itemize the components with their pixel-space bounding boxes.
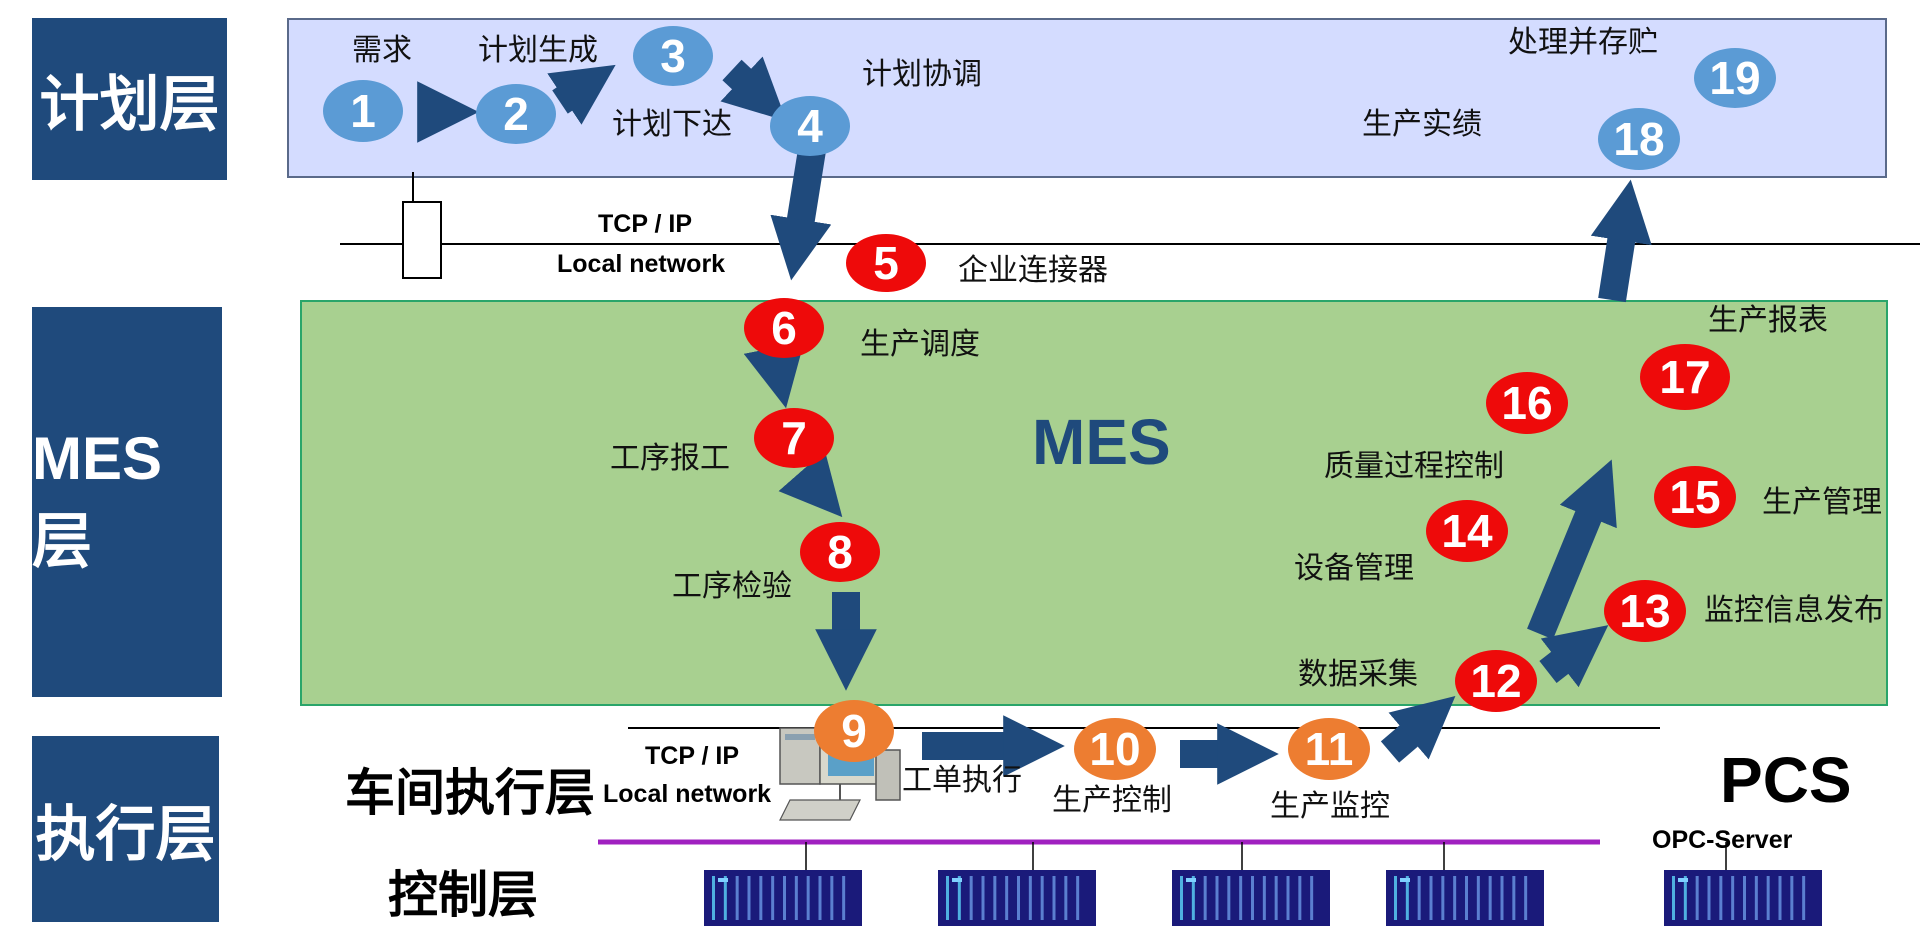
step-13-label: 监控信息发布: [1704, 593, 1884, 628]
opc-server-label: OPC-Server: [1652, 826, 1793, 854]
step-6-label: 生产调度: [860, 327, 980, 362]
step-6-circle: 6: [744, 298, 824, 358]
step-17-circle: 17: [1640, 344, 1730, 410]
arrow-2-3: [547, 64, 616, 125]
step-19-label: 处理并存贮: [1508, 25, 1658, 60]
work-order-label: 工单执行: [902, 763, 1022, 798]
step-4-circle: 4: [770, 96, 850, 156]
step-13-circle: 13: [1604, 580, 1686, 642]
plc-rack-2: [938, 842, 1096, 926]
arrow-3-4: [720, 56, 787, 122]
step-10-label: 生产控制: [1052, 783, 1172, 818]
arrow-mes-18: [1590, 179, 1652, 303]
step-15-circle: 15: [1654, 466, 1736, 528]
step-17-label: 生产报表: [1708, 303, 1828, 338]
step-5-circle: 5: [846, 234, 926, 292]
step-8-circle: 8: [800, 522, 880, 582]
lower-network-name: Local network: [603, 780, 772, 808]
step-2-label: 计划生成: [478, 33, 598, 68]
step-10-circle: 10: [1074, 718, 1156, 780]
layer-label-mes: MES层: [32, 307, 222, 697]
plan-issue-label: 计划下达: [612, 107, 732, 142]
control-label: 控制层: [388, 867, 538, 923]
step-12-circle: 12: [1455, 650, 1537, 712]
step-11-circle: 11: [1288, 718, 1370, 780]
arrow-7-8: [778, 450, 843, 518]
step-18-circle: 18: [1598, 108, 1680, 170]
workshop-label: 车间执行层: [345, 765, 595, 821]
step-4-label: 计划协调: [862, 57, 982, 92]
step-14-label: 设备管理: [1294, 551, 1414, 586]
plc-rack-3: [1172, 842, 1330, 926]
flow-arrows: [417, 56, 1652, 785]
upper-network-name: Local network: [557, 250, 726, 278]
plc-rack-5: [1664, 842, 1822, 926]
arrow-12-13: [1539, 625, 1609, 688]
plc-rack-1: [704, 842, 862, 926]
step-11-label: 生产监控: [1270, 789, 1390, 824]
step-7-label: 工序报工: [610, 441, 730, 476]
mes-title: MES: [1032, 406, 1171, 478]
step-15-label: 生产管理: [1762, 485, 1882, 520]
mes-zone: [300, 300, 1888, 706]
lower-network-protocol: TCP / IP: [645, 742, 740, 770]
step-5-label: 企业连接器: [958, 253, 1108, 288]
arrow-6-7: [743, 341, 805, 409]
layer-label-exec: 执行层: [32, 736, 219, 922]
step-16-circle: 16: [1486, 372, 1568, 434]
step-7-circle: 7: [754, 408, 834, 468]
step-9-circle: 9: [814, 700, 894, 762]
step-12-label: 数据采集: [1298, 657, 1418, 692]
upper-network-protocol: TCP / IP: [598, 210, 693, 238]
step-1-circle: 1: [323, 80, 403, 142]
step-1-label: 需求: [352, 33, 412, 68]
arrow-12-17: [1527, 459, 1617, 640]
plc-rack-4: [1386, 842, 1544, 926]
step-2-circle: 2: [476, 84, 556, 144]
plc-racks: [704, 842, 1822, 926]
arrow-11-12: [1380, 695, 1456, 763]
step-16-label: 质量过程控制: [1324, 449, 1504, 484]
step-19-circle: 19: [1694, 48, 1776, 108]
step-8-label: 工序检验: [672, 569, 792, 604]
layer-label-plan: 计划层: [32, 18, 227, 180]
step-3-circle: 3: [633, 26, 713, 86]
step-14-circle: 14: [1426, 500, 1508, 562]
pcs-title: PCS: [1720, 744, 1852, 816]
step-18-label: 生产实绩: [1362, 107, 1482, 142]
arrow-4-6: [770, 147, 832, 281]
gateway-box: [402, 201, 442, 279]
